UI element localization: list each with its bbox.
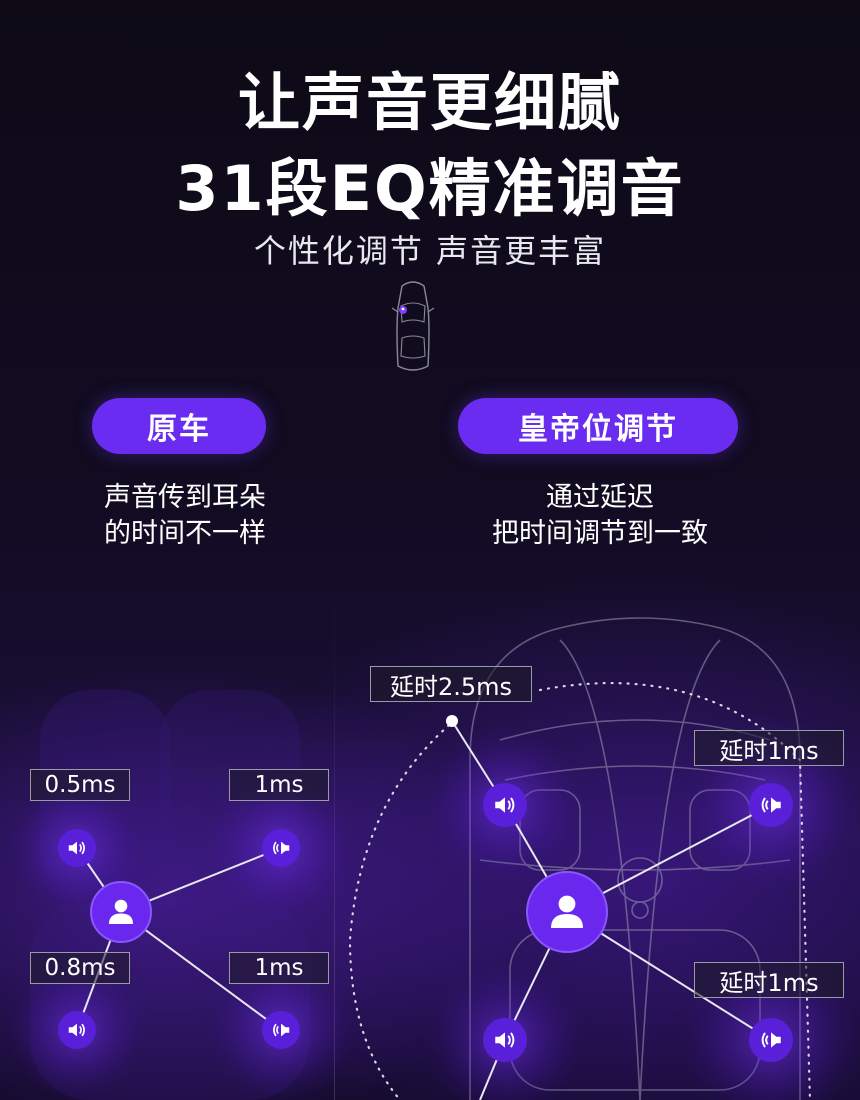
subtitle: 个性化调节 声音更丰富 <box>253 232 607 270</box>
left-speaker-front-left <box>58 829 96 867</box>
title-line-2: 31段EQ精准调音 <box>175 152 685 225</box>
emperor-seat-badge: 皇帝位调节 <box>458 398 738 454</box>
right-listener <box>526 871 608 953</box>
right-description: 通过延迟 把时间调节到一致 <box>440 480 760 552</box>
delay-anchor-dot <box>446 715 458 727</box>
left-delay-rear-left: 0.8ms <box>30 952 130 984</box>
right-delay-rear-right: 延时1ms <box>694 962 844 998</box>
left-listener <box>90 881 152 943</box>
right-desc-line-1: 通过延迟 <box>546 482 654 513</box>
left-delay-front-right: 1ms <box>229 769 329 801</box>
left-delay-rear-right: 1ms <box>229 952 329 984</box>
car-top-view-icon <box>391 281 435 371</box>
left-speaker-rear-left <box>58 1011 96 1049</box>
right-delay-front-right: 延时1ms <box>694 730 844 766</box>
left-desc-line-1: 声音传到耳朵 <box>104 482 266 513</box>
left-speaker-rear-right <box>262 1011 300 1049</box>
right-speaker-front-right <box>749 783 793 827</box>
original-car-badge: 原车 <box>92 398 266 454</box>
right-delay-front-left: 延时2.5ms <box>370 666 532 702</box>
title-line-1: 让声音更细腻 <box>237 66 622 139</box>
right-desc-line-2: 把时间调节到一致 <box>492 518 708 549</box>
right-speaker-rear-left <box>483 1018 527 1062</box>
left-delay-front-left: 0.5ms <box>30 769 130 801</box>
left-desc-line-2: 的时间不一样 <box>104 518 266 549</box>
left-description: 声音传到耳朵 的时间不一样 <box>60 480 310 552</box>
right-speaker-rear-right <box>749 1018 793 1062</box>
right-speaker-front-left <box>483 783 527 827</box>
left-speaker-front-right <box>262 829 300 867</box>
